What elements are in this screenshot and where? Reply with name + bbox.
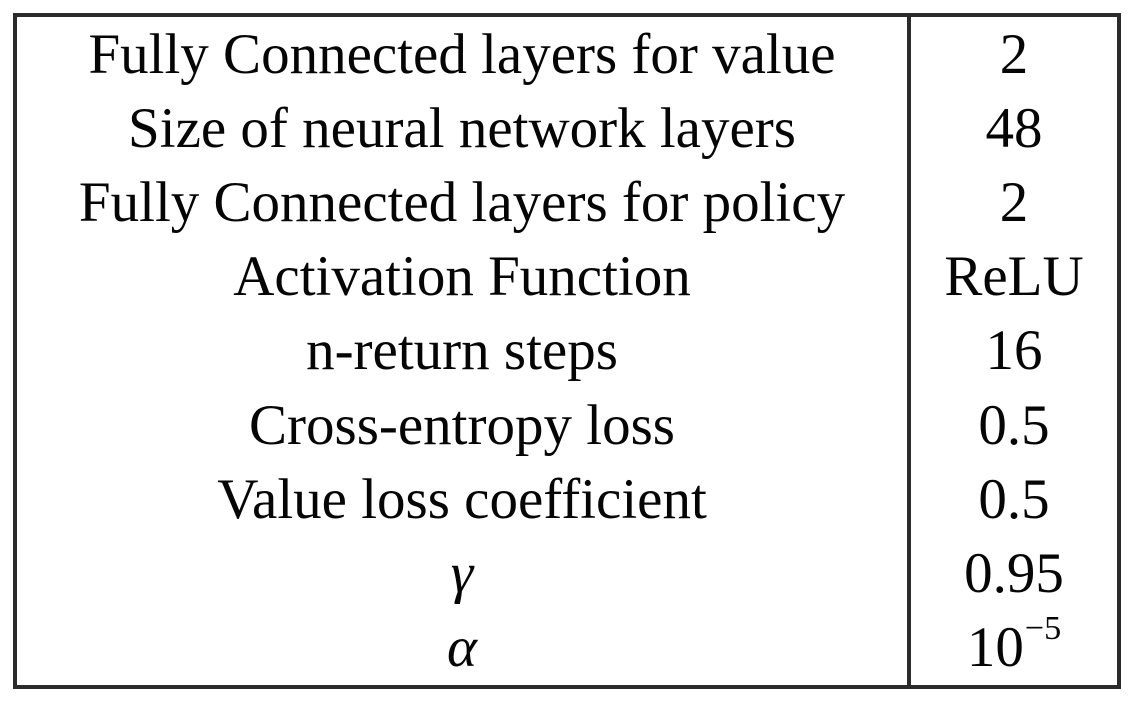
- table-row: Value loss coefficient 0.5: [17, 462, 1117, 537]
- parameter-label: γ: [450, 542, 474, 606]
- table-row: γ 0.95: [17, 536, 1117, 611]
- parameter-value: ReLU: [907, 239, 1117, 314]
- hyperparameters-table: Fully Connected layers for value 2 Size …: [13, 13, 1121, 689]
- parameter-label: Fully Connected layers for policy: [78, 171, 846, 235]
- parameter-value: 0.95: [907, 536, 1117, 611]
- parameter-label: Cross-entropy loss: [249, 393, 675, 457]
- table-row: Fully Connected layers for value 2: [17, 17, 1117, 92]
- table-row: Size of neural network layers 48: [17, 91, 1117, 166]
- parameter-value: 16: [907, 313, 1117, 389]
- parameter-value: 0.5: [907, 462, 1117, 537]
- parameter-label: n-return steps: [306, 319, 618, 383]
- parameter-value: 2: [907, 17, 1117, 92]
- parameter-label: Activation Function: [233, 245, 691, 309]
- table-row: n-return steps 16: [17, 313, 1117, 389]
- parameter-label: Value loss coefficient: [217, 467, 707, 531]
- parameter-value: 10−5: [907, 610, 1117, 685]
- table-row: Fully Connected layers for policy 2: [17, 165, 1117, 240]
- parameter-value: 48: [907, 91, 1117, 166]
- parameter-value: 2: [907, 165, 1117, 240]
- parameter-value: 0.5: [907, 388, 1117, 463]
- table-row: Cross-entropy loss 0.5: [17, 388, 1117, 463]
- table-row: α 10−5: [17, 610, 1117, 685]
- table-row: Activation Function ReLU: [17, 239, 1117, 314]
- parameter-label: Size of neural network layers: [128, 96, 796, 160]
- parameter-label: α: [447, 616, 477, 680]
- parameter-label: Fully Connected layers for value: [88, 22, 836, 86]
